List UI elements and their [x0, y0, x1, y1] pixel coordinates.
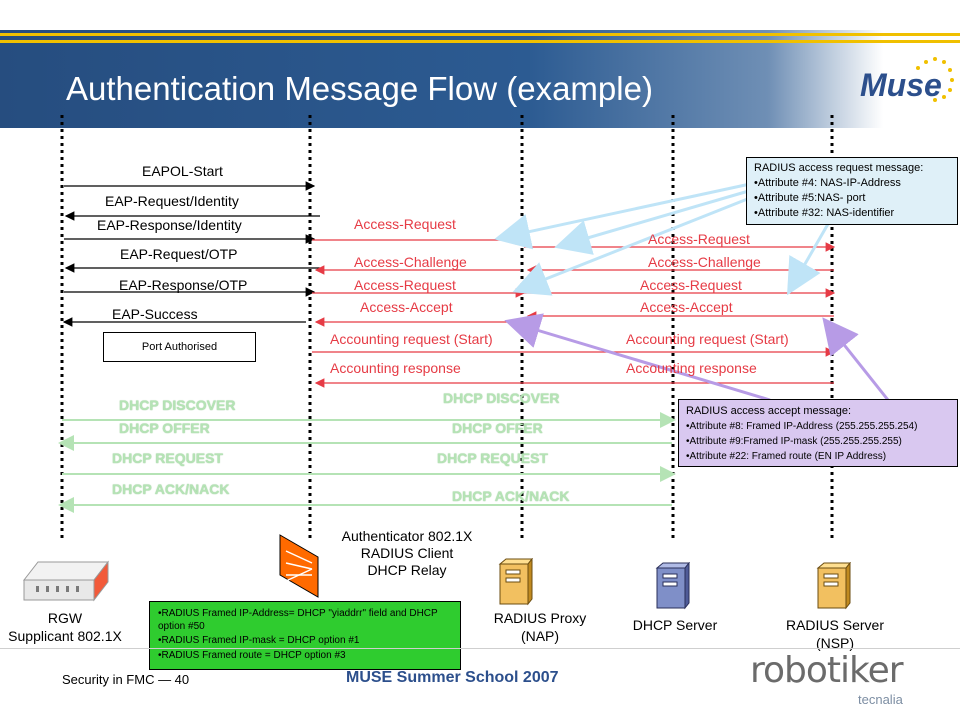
msg-dhcp-offer: DHCP OFFER: [452, 420, 543, 436]
mapping-item: •RADIUS Framed IP-Address= DHCP "yiaddrr…: [158, 608, 438, 632]
entity-line: (NAP): [520, 628, 560, 644]
robotiker-logo: robotiker: [750, 650, 904, 691]
footer-left: Security in FMC — 40: [62, 672, 190, 687]
callout-item: Attribute #5:NAS- port: [754, 191, 957, 206]
msg-dhcp-request: DHCP REQUEST: [112, 450, 223, 466]
authenticator-icon: [279, 534, 319, 598]
msg-access-request: Access-Request: [640, 277, 742, 293]
radius-server-label: RADIUS Server (NSP): [765, 616, 905, 652]
port-authorised-box: Port Authorised: [103, 332, 256, 362]
callout-item: Attribute #4: NAS-IP-Address: [754, 176, 957, 191]
msg-accounting-response: Accounting response: [330, 360, 461, 376]
footer-divider: [0, 648, 960, 649]
entity-line: DHCP Relay: [367, 562, 447, 578]
msg-access-challenge: Access-Challenge: [354, 254, 467, 270]
header-top-strip: [0, 0, 960, 30]
msg-eap-request-otp: EAP-Request/OTP: [120, 246, 238, 262]
mapping-item: •RADIUS Framed route = DHCP option #3: [158, 650, 346, 661]
msg-access-request: Access-Request: [354, 277, 456, 293]
mapping-item: •RADIUS Framed IP-mask = DHCP option #1: [158, 635, 360, 646]
rgw-modem-icon: [22, 560, 110, 602]
mapping-text: RADIUS Framed IP-mask = DHCP option #1: [161, 635, 360, 646]
mapping-text: RADIUS Framed IP-Address= DHCP "yiaddrr"…: [158, 608, 438, 632]
msg-dhcp-discover: DHCP DISCOVER: [119, 397, 236, 413]
msg-access-request: Access-Request: [354, 216, 456, 232]
radius-accept-callout: RADIUS access accept message: Attribute …: [678, 399, 958, 467]
msg-dhcp-offer: DHCP OFFER: [119, 420, 210, 436]
msg-access-accept: Access-Accept: [360, 299, 453, 315]
radius-proxy-label: RADIUS Proxy (NAP): [470, 609, 610, 645]
msg-eapol-start: EAPOL-Start: [142, 163, 223, 179]
msg-eap-request-identity: EAP-Request/Identity: [105, 193, 239, 209]
msg-eap-response-identity: EAP-Response/Identity: [97, 217, 242, 233]
callout-title: RADIUS access request message:: [754, 162, 924, 174]
entity-line: RGW: [47, 610, 83, 626]
msg-dhcp-ack: DHCP ACK/NACK: [452, 488, 570, 504]
tecnalia-logo: tecnalia: [858, 692, 903, 707]
mapping-text: RADIUS Framed route = DHCP option #3: [161, 650, 346, 661]
msg-dhcp-request: DHCP REQUEST: [437, 450, 548, 466]
msg-accounting-request: Accounting request (Start): [626, 331, 789, 347]
rgw-label: RGW Supplicant 802.1X: [0, 609, 130, 645]
radius-server-icon: [816, 562, 852, 610]
page-title: Authentication Message Flow (example): [66, 70, 653, 107]
msg-dhcp-discover: DHCP DISCOVER: [443, 390, 560, 406]
footer-center: MUSE Summer School 2007: [346, 669, 559, 686]
radius-dhcp-mapping-box: •RADIUS Framed IP-Address= DHCP "yiaddrr…: [149, 601, 461, 670]
callout-item: Attribute #22: Framed route (EN IP Addre…: [686, 449, 957, 464]
msg-access-challenge: Access-Challenge: [648, 254, 761, 270]
entity-line: Supplicant 802.1X: [8, 628, 122, 644]
entity-line: RADIUS Server: [785, 617, 885, 633]
callout-item: Attribute #9:Framed IP-mask (255.255.255…: [686, 434, 957, 449]
callout-item: Attribute #32: NAS-identifier: [754, 206, 957, 221]
msg-access-accept: Access-Accept: [640, 299, 733, 315]
svg-text:Muse: Muse: [860, 67, 942, 103]
header-stripe: [0, 33, 960, 36]
callout-item: Attribute #8: Framed IP-Address (255.255…: [686, 419, 957, 434]
radius-request-callout: RADIUS access request message: Attribute…: [746, 157, 958, 225]
dhcp-server-label: DHCP Server: [632, 617, 718, 633]
authenticator-label: Authenticator 802.1X RADIUS Client DHCP …: [332, 528, 482, 579]
msg-eap-response-otp: EAP-Response/OTP: [119, 277, 248, 293]
header-stripe: [0, 40, 960, 43]
entity-line: RADIUS Client: [360, 545, 454, 561]
entity-line: Authenticator 802.1X: [341, 528, 473, 544]
msg-eap-success: EAP-Success: [112, 306, 198, 322]
radius-proxy-server-icon: [498, 558, 534, 606]
dhcp-server-icon: [655, 562, 691, 610]
muse-logo: Muse: [840, 52, 958, 122]
msg-accounting-request: Accounting request (Start): [330, 331, 493, 347]
msg-access-request: Access-Request: [648, 231, 750, 247]
msg-dhcp-ack: DHCP ACK/NACK: [112, 481, 230, 497]
entity-line: (NSP): [815, 635, 855, 651]
callout-title: RADIUS access accept message:: [686, 405, 852, 417]
entity-line: RADIUS Proxy: [493, 610, 587, 626]
msg-accounting-response: Accounting response: [626, 360, 757, 376]
